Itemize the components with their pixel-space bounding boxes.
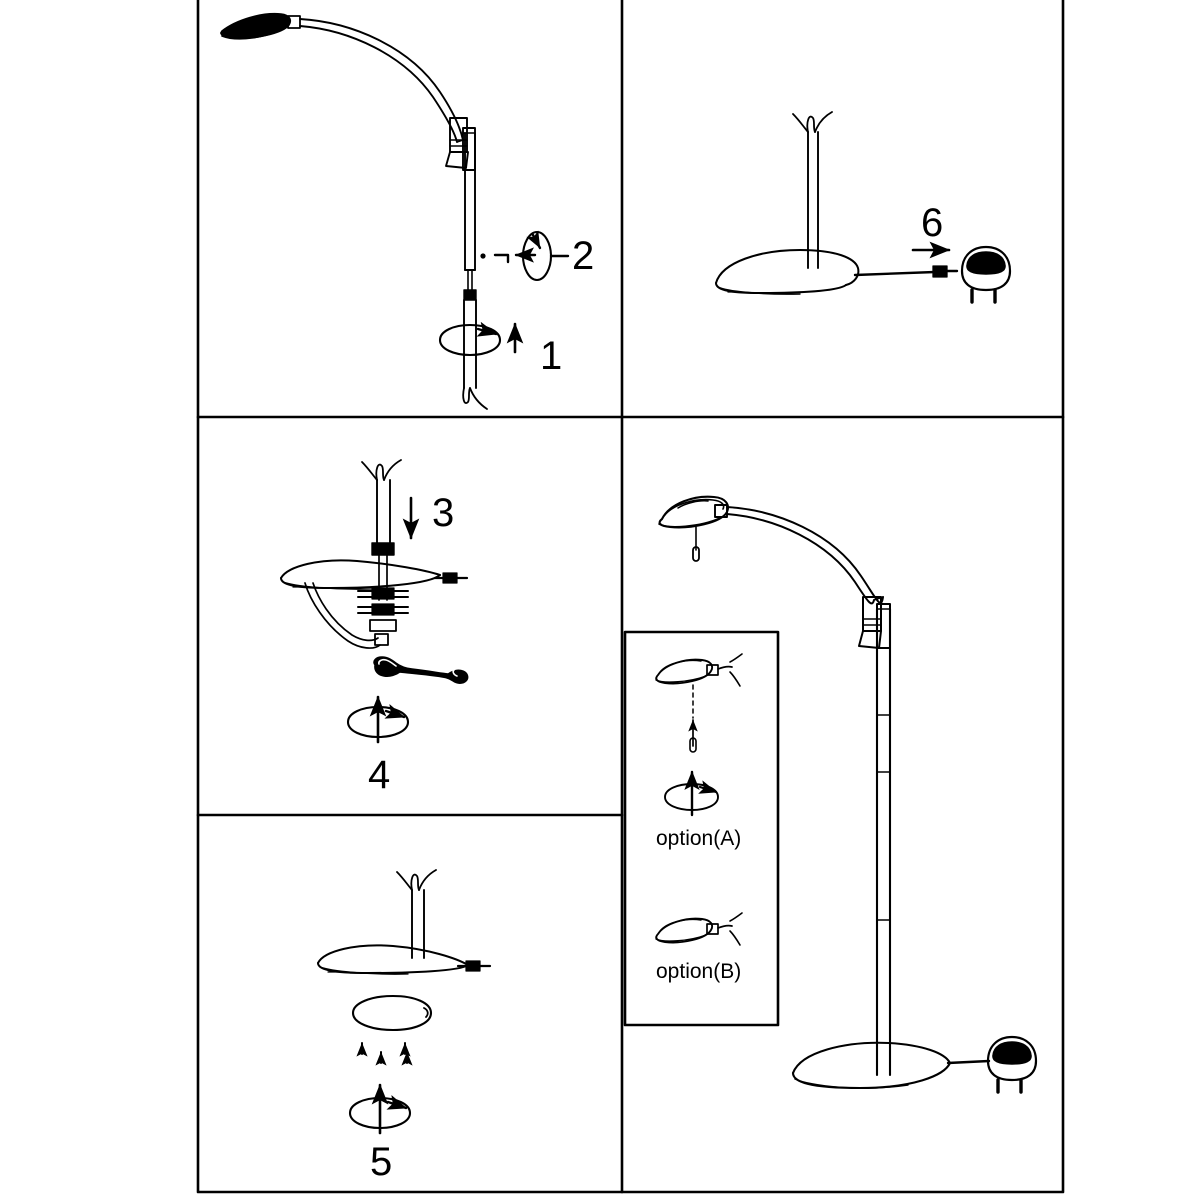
lamp-head-part: [220, 12, 292, 40]
cable-loop-3: [304, 582, 381, 649]
pole-final: [875, 607, 892, 1077]
finished-lamp-drawing: [658, 495, 1038, 1094]
pull-switch-icon: [692, 526, 700, 562]
base-disc-6: [715, 249, 860, 295]
hinge-joint-final: [858, 596, 891, 649]
step-5-label: 5: [370, 1140, 393, 1184]
step-4-label: 4: [368, 753, 391, 797]
wrench-icon: [373, 656, 469, 684]
pole-break-tip: [462, 387, 488, 410]
arc-arm: [299, 18, 464, 143]
step2-rotation-icon: [521, 230, 570, 282]
head-arm-connector: [287, 15, 301, 29]
step5-rotation-icon: [348, 1095, 412, 1130]
pole-assembly-drawing: [220, 12, 570, 410]
step-6-label: 6: [921, 201, 944, 245]
base-disc-5: [317, 944, 469, 975]
step2-pointer: [480, 247, 537, 264]
eu-power-plug-6: [960, 245, 1012, 304]
pole-stub-5: [396, 869, 437, 959]
power-cable-5: [456, 960, 492, 972]
step4-rotation-icon: [346, 704, 410, 739]
step-3-label: 3: [432, 491, 455, 535]
power-connection-drawing: [715, 111, 1012, 304]
pole-ferrule: [371, 542, 395, 556]
option-a-drawing: [655, 653, 743, 817]
lock-nuts: [357, 587, 409, 646]
step1-rotation-icon: [438, 321, 502, 357]
power-cable-3: [433, 572, 469, 584]
pole-stub-6: [792, 111, 833, 269]
pole-stub-3: [361, 459, 402, 546]
base-cover-drawing: [317, 869, 492, 1135]
panel-grid: [196, 0, 1065, 1194]
power-cable-final: [946, 1059, 991, 1065]
base-mounting-drawing: [280, 459, 469, 744]
eu-power-plug-final: [986, 1035, 1038, 1094]
cover-plate: [351, 994, 433, 1032]
option-b-drawing: [655, 912, 743, 946]
base-disc-3: [280, 559, 441, 590]
arc-arm-final: [726, 506, 884, 605]
dc-connector-6: [932, 265, 959, 278]
lower-pole: [463, 299, 477, 389]
head-arm-connector-final: [714, 504, 728, 518]
option-a-label: option(A): [656, 827, 742, 850]
option-b-label: option(B): [656, 960, 742, 983]
power-cable-6: [853, 270, 937, 277]
hinge-joint: [445, 117, 476, 171]
step-2-label: 2: [572, 234, 595, 278]
lamp-head-final: [658, 495, 729, 529]
screw-arrows: [356, 1042, 413, 1066]
upper-pole: [464, 132, 476, 271]
pole-collar: [463, 289, 477, 301]
option-inset-box: [623, 630, 780, 1027]
step-1-label: 1: [540, 334, 563, 378]
base-disc-final: [791, 1041, 952, 1090]
